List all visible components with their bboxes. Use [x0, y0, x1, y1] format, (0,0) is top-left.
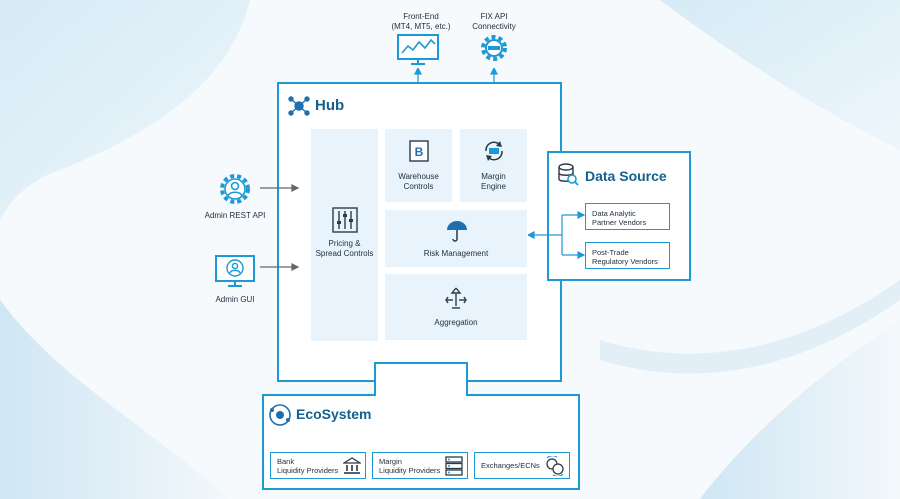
user-monitor-icon: [215, 255, 255, 287]
front-end-label: Front-End (MT4, MT5, etc.): [386, 12, 456, 32]
aggregation-tile: Aggregation: [385, 274, 527, 340]
eco-bank-liquidity: Bank Liquidity Providers: [270, 452, 366, 479]
margin-line1: Margin: [481, 172, 506, 181]
eco-item-line1: Bank: [277, 457, 295, 466]
svg-text:B: B: [415, 145, 424, 159]
ecosystem-orbit-icon: [269, 404, 291, 426]
eco-exchanges-ecns: Exchanges/ECNs: [474, 452, 570, 479]
fix-api-subtitle: Connectivity: [472, 22, 516, 31]
warehouse-line2: Controls: [403, 182, 434, 191]
risk-label: Risk Management: [423, 249, 489, 258]
sliders-icon: [332, 207, 358, 233]
vendor-line1: Post-Trade: [592, 248, 629, 257]
pricing-spread-tile: Pricing & Spread Controls: [311, 129, 378, 341]
admin-connectors: [260, 184, 300, 271]
hub-network-icon: [288, 96, 310, 116]
fix-api-title: FIX API: [480, 12, 508, 21]
front-end-subtitle: (MT4, MT5, etc.): [391, 22, 451, 31]
data-source-connectors: [528, 211, 586, 259]
server-stack-icon: [445, 456, 463, 476]
admin-gui-label: Admin GUI: [215, 295, 255, 304]
eco-item-line1: Margin: [379, 457, 402, 466]
warehouse-line1: Warehouse: [398, 172, 439, 181]
vendor-data-analytic: Data Analytic Partner Vendors: [585, 203, 670, 230]
gear-plug-icon: [481, 35, 507, 61]
eco-item-line2: Liquidity Providers: [277, 466, 339, 475]
bank-icon: [343, 457, 361, 474]
hub-title: Hub: [315, 97, 345, 114]
ecosystem-title: EcoSystem: [296, 406, 372, 422]
margin-label: Margin Engine: [460, 172, 527, 192]
user-gear-icon: [220, 174, 250, 204]
eco-margin-liquidity: Margin Liquidity Providers: [372, 452, 468, 479]
eco-item-line2: Liquidity Providers: [379, 466, 441, 475]
database-search-icon: [558, 163, 579, 186]
vendor-line2: Partner Vendors: [592, 218, 647, 227]
pricing-label: Pricing & Spread Controls: [311, 239, 378, 259]
front-end-title: Front-End: [403, 12, 439, 21]
pricing-line1: Pricing &: [328, 239, 361, 248]
monitor-chart-icon: [397, 34, 439, 65]
margin-engine-tile: Margin Engine: [460, 129, 527, 202]
data-source-title: Data Source: [585, 168, 667, 184]
risk-management-tile: Risk Management: [385, 210, 527, 267]
vendor-post-trade: Post-Trade Regulatory Vendors: [585, 242, 670, 269]
warehouse-controls-tile: B Warehouse Controls: [385, 129, 452, 202]
pricing-line2: Spread Controls: [315, 249, 374, 258]
margin-line2: Engine: [481, 182, 506, 191]
aggregation-arrows-icon: [445, 287, 467, 309]
margin-cycle-icon: [485, 141, 503, 161]
umbrella-icon: [447, 221, 467, 242]
b-book-icon: B: [409, 140, 429, 162]
vendor-line2: Regulatory Vendors: [592, 257, 658, 266]
admin-rest-api-label: Admin REST API: [204, 211, 266, 220]
exchange-coins-icon: [546, 456, 564, 476]
warehouse-label: Warehouse Controls: [385, 172, 452, 192]
vendor-line1: Data Analytic: [592, 209, 636, 218]
eco-item-line1: Exchanges/ECNs: [481, 461, 540, 470]
aggregation-label: Aggregation: [434, 318, 478, 327]
fix-api-label: FIX API Connectivity: [462, 12, 526, 32]
